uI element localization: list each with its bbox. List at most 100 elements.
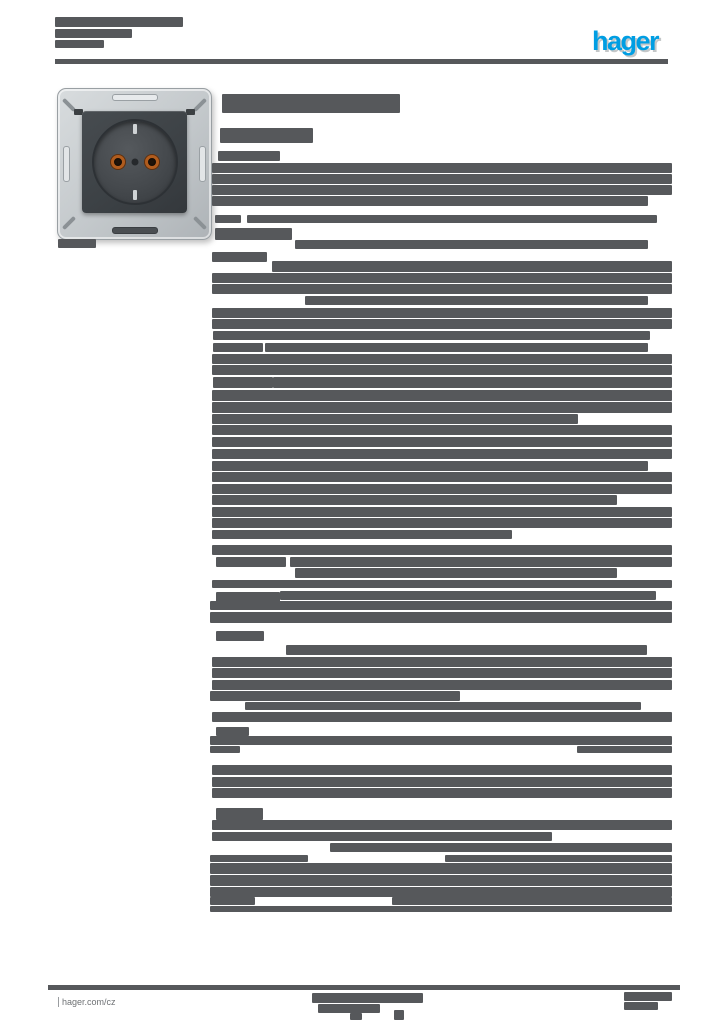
body-bars-bar [218,151,280,161]
body-bars-bar [213,331,650,340]
body-bars-bar [212,832,552,841]
body-bars-bar [210,855,308,862]
body-bars-bar [212,308,672,318]
body-bars-bar [212,668,672,678]
body-bars-bar [213,343,263,352]
socket-plate [82,111,187,213]
body-bars-bar [212,390,672,401]
body-bars-bar [212,284,672,294]
body-bars-bar [210,691,460,701]
frame-claw-icon [61,215,77,231]
body-bars-bar [295,240,648,249]
body-bars-bar [212,788,672,798]
frame-chip [186,109,195,115]
hager-logo: hager [592,26,660,56]
product-photo [57,88,212,240]
body-bars-bar [212,765,672,775]
body-bars-bar [290,557,672,567]
body-bars-bar [212,437,672,447]
body-bars-bar [215,215,241,223]
body-bars-bar [212,449,672,459]
frame-left-slot [63,146,70,182]
title-bars-bar [220,128,313,143]
body-bars-bar [210,897,255,905]
body-bars-bar [273,377,672,388]
body-bars-bar [212,484,672,494]
body-bars-bar [212,273,672,283]
body-bars-bar [295,568,617,578]
body-bars-bar [212,414,578,424]
body-bars-bar [212,530,512,539]
frame-claw-icon [192,97,208,113]
body-bars-bar [216,631,264,641]
body-bars-bar [212,319,672,329]
header-lines-bar [55,40,104,48]
body-bars-bar [212,174,672,184]
body-bars-bar [213,377,273,388]
body-bars-bar [247,215,657,223]
header-lines-bar [55,17,183,27]
body-bars-bar [212,518,672,528]
socket-hole-left [110,155,125,169]
body-bars-bar [212,680,672,690]
body-bars-bar [286,645,647,655]
body-bars-bar [212,354,672,364]
body-bars-bar [210,906,672,912]
body-bars-bar [216,808,263,820]
footer-center-bars-bar [350,1013,362,1020]
body-bars-bar [212,252,267,262]
body-bars-bar [212,163,672,173]
footer-rule [48,985,680,990]
footer-right-bars-bar [624,992,672,1001]
title-bars-bar [222,94,400,113]
body-bars-bar [212,657,672,667]
body-bars-bar [210,887,672,897]
body-bars-bar [215,228,292,240]
footer-website-link[interactable]: hager.com/cz [58,997,116,1007]
body-bars-bar [212,365,672,375]
caption-bars-bar [58,239,96,248]
footer-right-bars-bar [624,1002,658,1010]
body-bars-bar [212,196,648,206]
body-bars-bar [212,472,672,482]
body-bars-bar [216,557,286,567]
footer-website-box: hager.com/cz [46,991,170,1017]
body-bars-bar [330,843,672,852]
body-bars-bar [445,855,672,862]
body-bars-bar [210,875,672,886]
socket-well [91,119,178,205]
body-bars-bar [212,580,672,588]
frame-chip [74,109,83,115]
body-bars-bar [212,777,672,787]
body-bars-bar [272,261,672,272]
body-bars-bar [212,185,672,195]
body-bars-bar [305,296,648,305]
body-bars-bar [577,746,672,753]
body-bars-bar [212,461,648,471]
footer-center-bars-bar [394,1010,404,1020]
body-bars-bar [212,402,672,413]
frame-top-slot [111,94,158,101]
socket-hole-right [144,155,159,169]
body-bars-bar [212,545,672,555]
body-bars-bar [216,592,280,607]
footer-center-bars-bar [312,993,423,1003]
frame-right-slot [199,146,206,182]
body-bars-bar [210,736,672,745]
socket-tick-icon [132,124,137,134]
body-bars-bar [216,727,249,736]
body-bars-bar [210,863,672,874]
footer-center-bars-bar [318,1004,380,1013]
body-bars-bar [212,425,672,435]
socket-frame [57,88,212,240]
body-bars-bar [392,897,672,905]
body-bars-bar [210,612,672,623]
header-rule [55,59,668,64]
body-bars-bar [212,712,672,722]
body-bars-bar [212,495,617,505]
body-bars-bar [265,343,648,352]
body-bars-bar [280,591,656,600]
frame-claw-icon [192,215,208,231]
frame-bottom-slot [111,227,158,234]
